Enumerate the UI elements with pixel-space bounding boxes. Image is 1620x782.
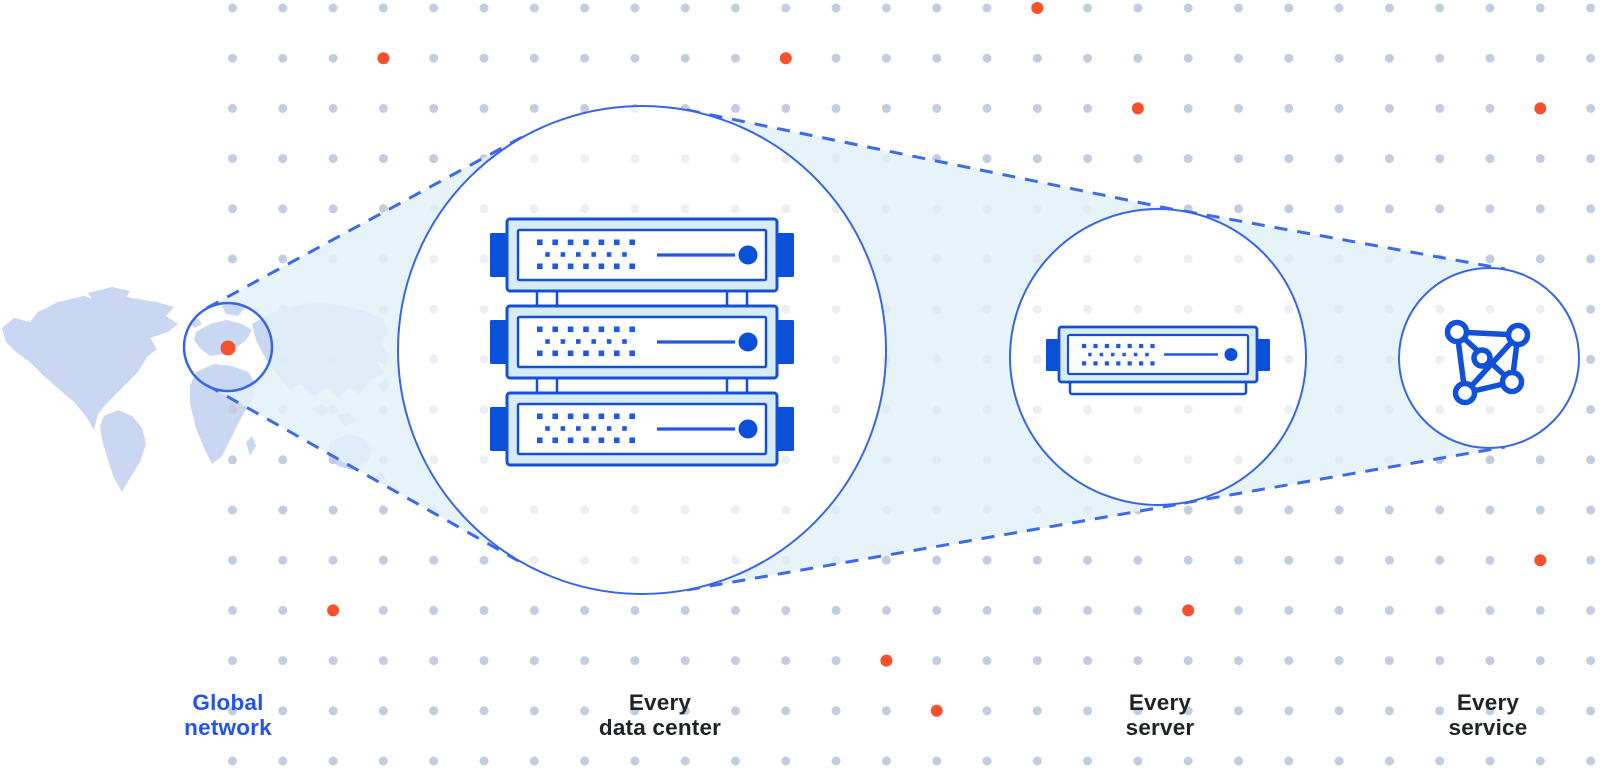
zoom-dashed-lines: [206, 108, 1506, 592]
label-line: Every: [1456, 690, 1520, 715]
global-network-circle: [182, 301, 274, 393]
label-line: Every: [628, 690, 692, 715]
label-line: network: [184, 715, 272, 740]
label-line: data center: [598, 715, 722, 740]
network-mesh-icon: [1444, 319, 1531, 406]
label-every-data-center: Every data center: [599, 690, 721, 740]
server-icon: [1046, 325, 1270, 396]
label-every-server: Every server: [1126, 690, 1195, 740]
label-global-network: Global network: [184, 690, 272, 740]
label-every-service: Every service: [1449, 690, 1528, 740]
label-line: service: [1448, 715, 1528, 740]
label-line: server: [1125, 715, 1195, 740]
label-line: Global: [192, 690, 264, 715]
map-marker-dot: [220, 340, 236, 356]
label-line: Every: [1128, 690, 1192, 715]
server-rack-stack-icon: [488, 217, 796, 467]
